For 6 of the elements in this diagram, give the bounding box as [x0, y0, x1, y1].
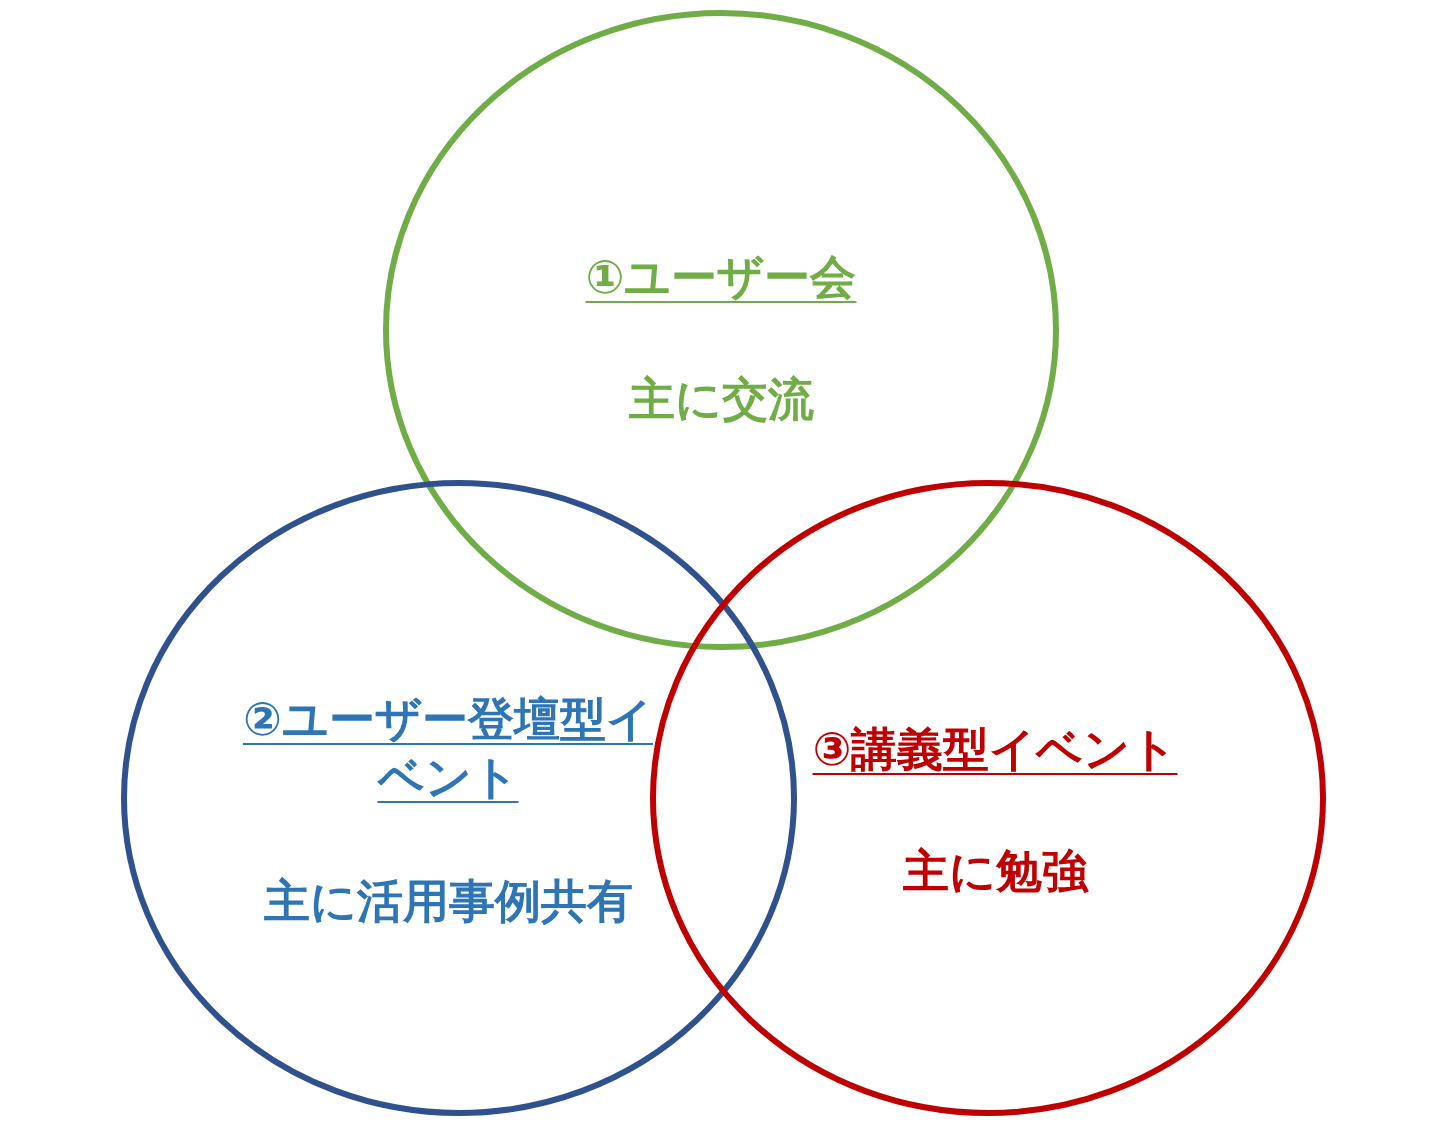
- circle-subtitle: 主に勉強: [902, 843, 1088, 900]
- circle-subtitle: 主に交流: [628, 371, 814, 428]
- circle-subtitle: 主に活用事例共有: [263, 873, 633, 930]
- circle-title: ①ユーザー会: [584, 249, 858, 306]
- circle-title: ③講義型イベント: [811, 721, 1179, 778]
- circle-title: ②ユーザー登壇型イベント: [243, 691, 653, 806]
